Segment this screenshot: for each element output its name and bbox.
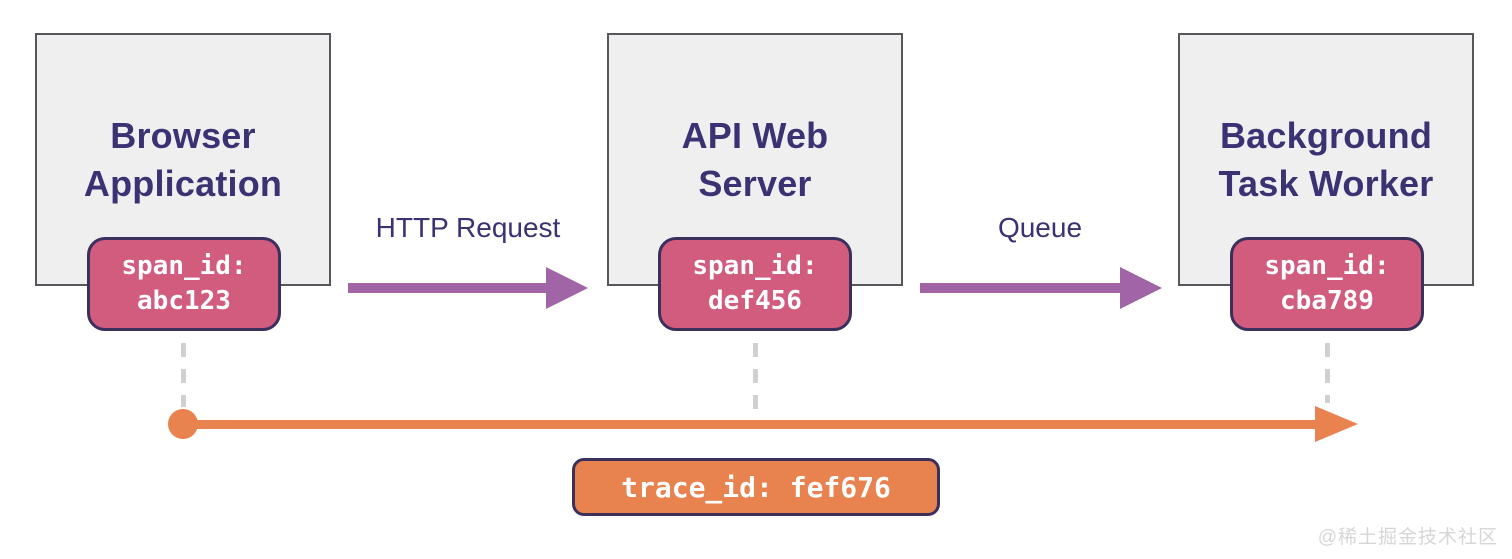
span-id-label: span_id: — [692, 250, 818, 281]
node-title-browser-application: Browser Application — [84, 112, 282, 207]
span-id-badge-cba789: span_id: cba789 — [1230, 237, 1424, 331]
span-id-value: def456 — [708, 286, 802, 316]
dashed-connector-abc123 — [181, 343, 186, 407]
node-title-line1: Background — [1219, 114, 1433, 156]
trace-timeline-arrowhead-icon — [1315, 406, 1358, 442]
span-id-label: span_id: — [1264, 250, 1390, 281]
node-title-line1: Browser — [110, 114, 256, 156]
node-title-line2: Task Worker — [1218, 162, 1434, 204]
dashed-connector-def456 — [753, 343, 758, 425]
arrow-label-http-request: HTTP Request — [375, 212, 561, 243]
flow-arrowhead-icon — [1120, 267, 1162, 309]
node-title-line2: Application — [83, 162, 283, 204]
trace-id-badge: trace_id: fef676 — [572, 458, 940, 516]
flow-arrowhead-icon — [546, 267, 588, 309]
span-id-badge-def456: span_id: def456 — [658, 237, 852, 331]
span-id-value: cba789 — [1280, 286, 1374, 316]
node-title-api-web-server: API Web Server — [682, 112, 829, 207]
node-title-line2: Server — [698, 162, 812, 204]
span-id-label: span_id: — [121, 250, 247, 281]
span-id-badge-abc123: span_id: abc123 — [87, 237, 281, 331]
node-title-line1: API Web — [681, 114, 829, 156]
arrow-label-queue: Queue — [997, 212, 1083, 243]
span-id-value: abc123 — [137, 286, 231, 316]
trace-timeline-line — [183, 420, 1318, 429]
dashed-connector-cba789 — [1325, 343, 1330, 403]
flow-arrow-http-request — [348, 283, 548, 293]
flow-arrow-queue — [920, 283, 1122, 293]
watermark-text: @稀土掘金技术社区 — [1317, 527, 1498, 548]
node-title-background-task-worker: Background Task Worker — [1219, 112, 1434, 207]
